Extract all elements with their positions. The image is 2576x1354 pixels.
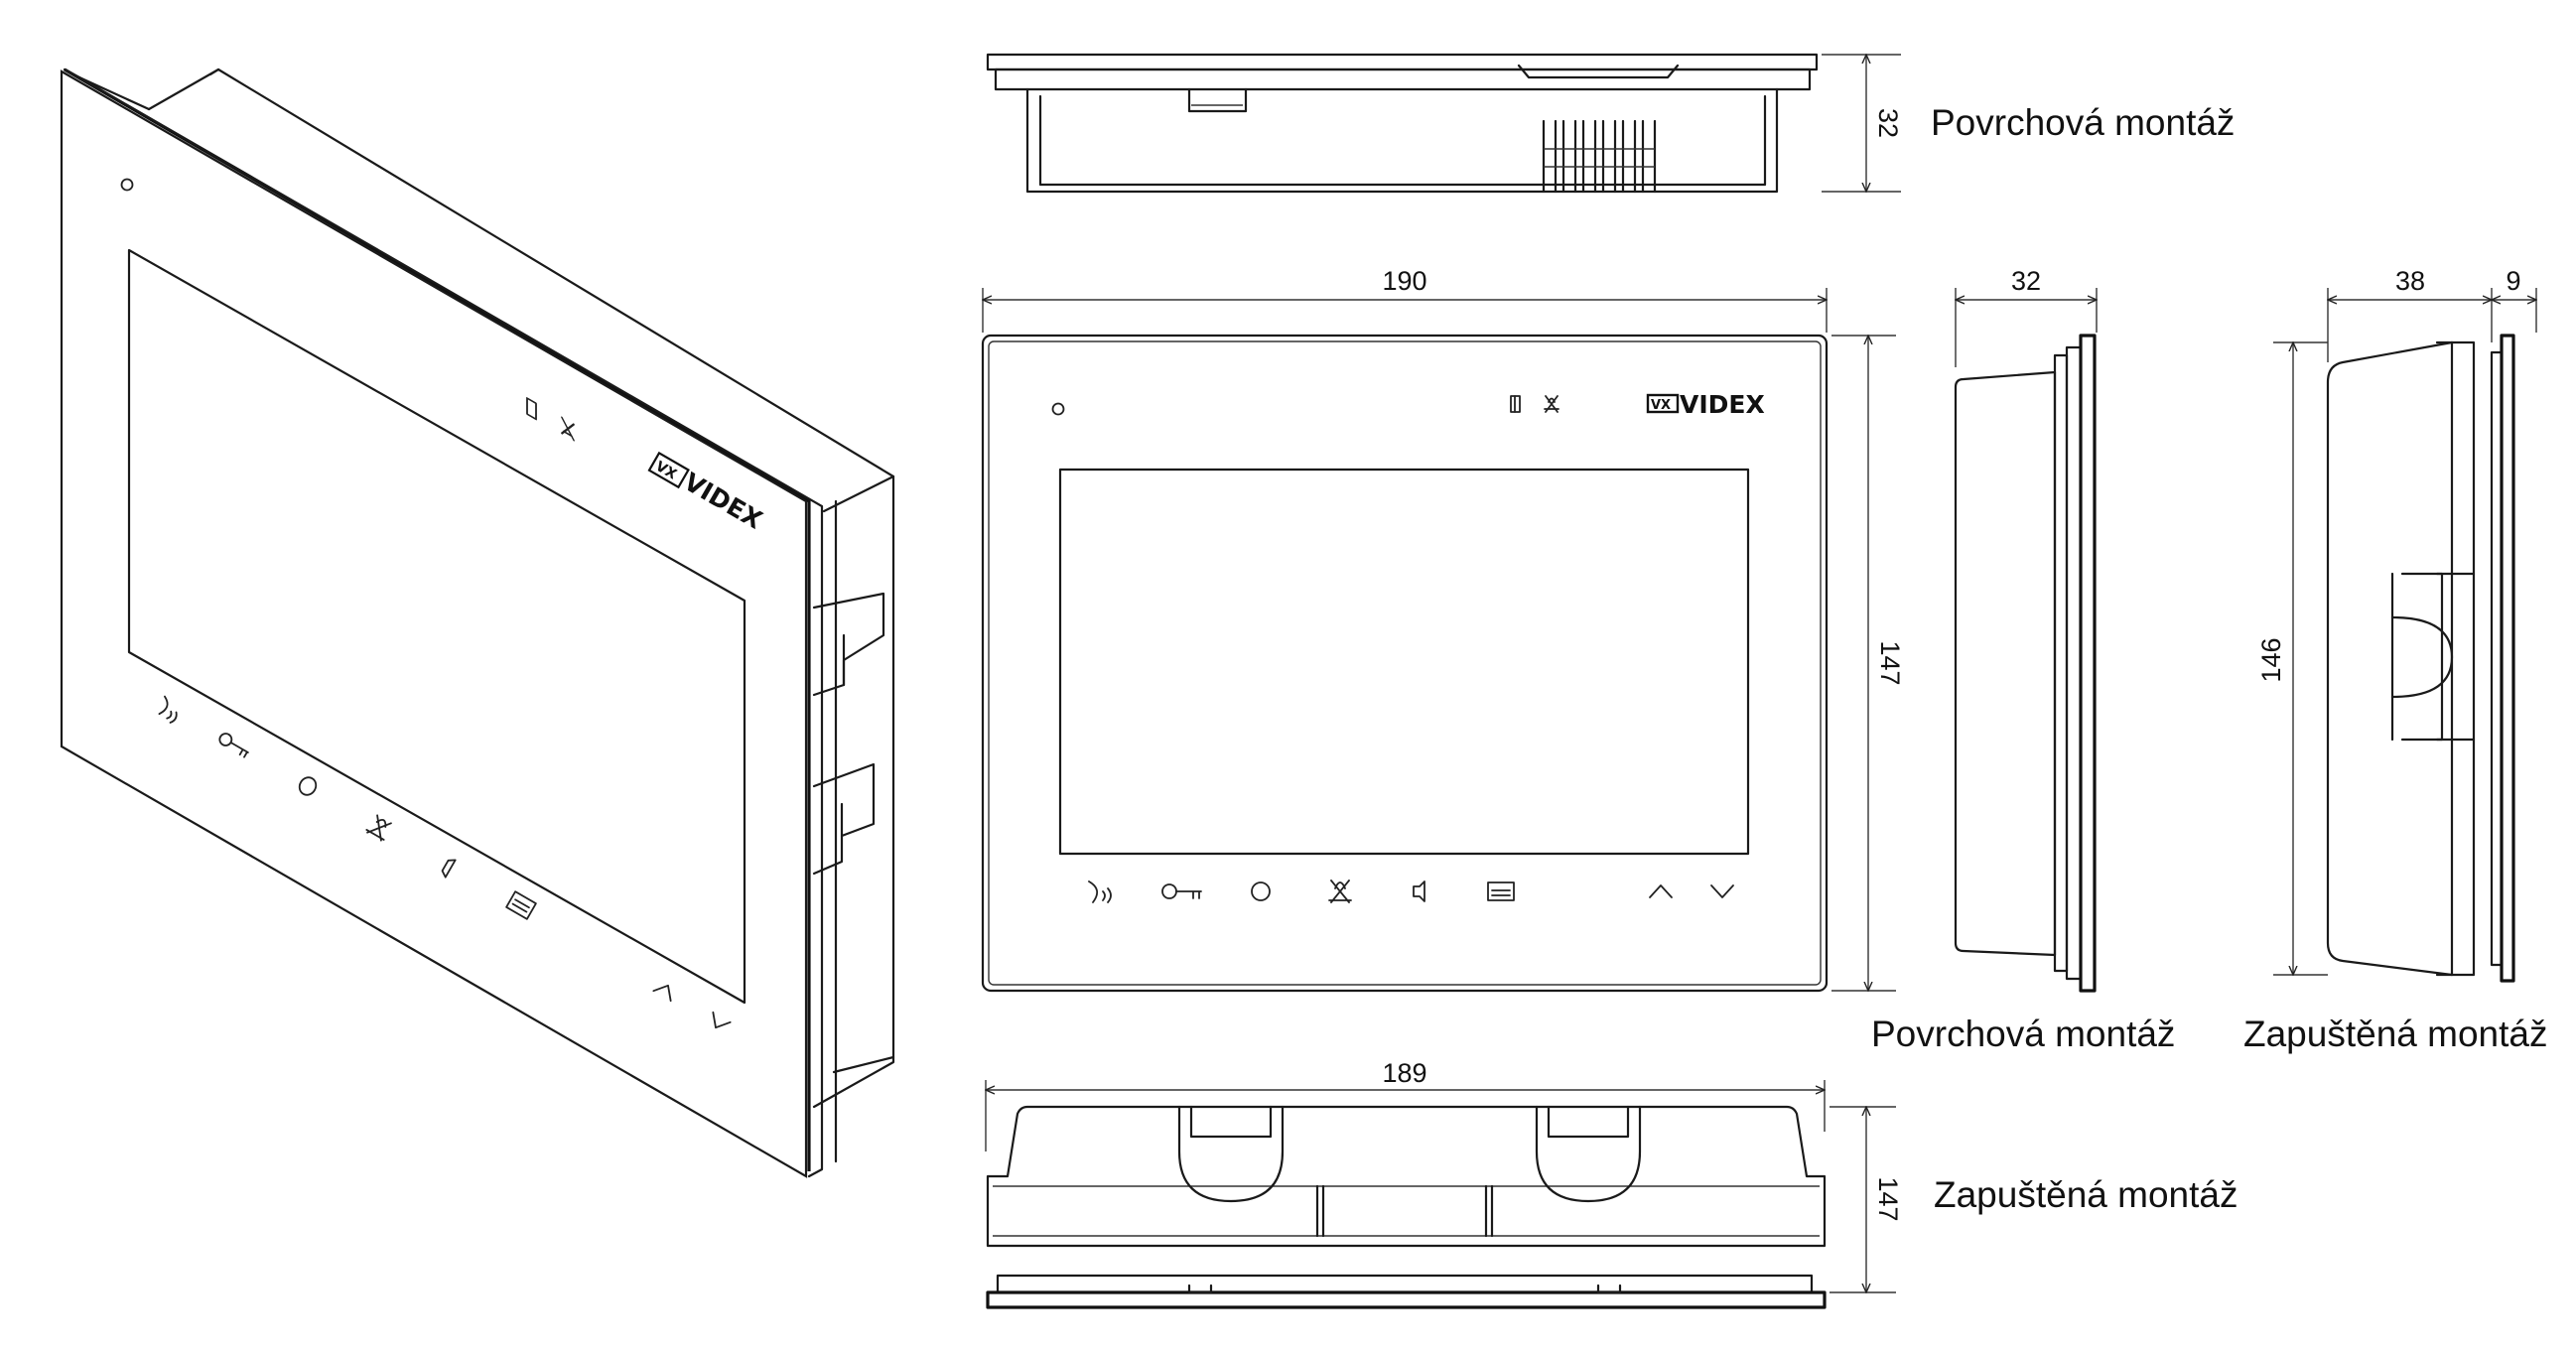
dim-front-width: 190 [1382,266,1426,296]
up-arrow-icon [652,984,672,1003]
down-arrow-icon [712,1011,732,1029]
up-arrow-icon [1649,884,1673,898]
dim-front-height: 147 [1875,640,1905,685]
vent-slots [1542,119,1657,194]
label-bottom-view: Zapuštěná montáž [1934,1174,2237,1215]
mute-icon [561,416,575,442]
label-top-view: Povrchová montáž [1931,102,2235,143]
door-open-icon [526,397,537,421]
logo-front: VIDEX [1680,390,1765,419]
side-view-surface: 32 [1954,266,2097,993]
down-arrow-icon [1710,884,1734,898]
menu-icon [505,890,537,920]
home-icon [298,776,318,796]
led-indicator-icon [1051,402,1065,416]
label-flush-side: Zapuštěná montáž [2243,1014,2547,1054]
door-open-icon [1510,395,1521,413]
volume-icon [441,859,457,879]
top-view-surface: 32 Povrchová montáž [986,53,2235,194]
dim-flush-side-depth: 38 [2395,266,2425,296]
label-surface-side: Povrchová montáž [1871,1014,2175,1054]
home-icon [1251,881,1271,901]
mute-icon [1544,395,1559,413]
perspective-view: VX VIDEX [60,68,895,1178]
menu-icon [1487,881,1515,901]
side-view-flush: 38 9 146 [2256,266,2536,983]
mute-icon [1328,880,1352,903]
talk-icon [1088,880,1112,903]
dim-flush-side-height: 146 [2256,637,2286,682]
dim-surface-side-depth: 32 [2011,266,2041,296]
volume-icon [1413,880,1425,902]
logo-badge-front: VX [1651,398,1671,413]
dim-bottom-height: 147 [1873,1176,1903,1221]
talk-icon [158,695,178,724]
dim-bottom-width: 189 [1382,1058,1426,1088]
front-view: 190 VX VIDEX [981,266,1905,993]
dim-top-height: 32 [1873,108,1903,138]
mute-icon [365,814,392,842]
key-icon [1161,883,1202,899]
dim-flush-side-frame: 9 [2506,266,2520,296]
key-icon [218,733,249,758]
led-indicator-icon [120,178,134,192]
bottom-view-flush: 189 147 Zapuštěná montáž [986,1058,2237,1309]
